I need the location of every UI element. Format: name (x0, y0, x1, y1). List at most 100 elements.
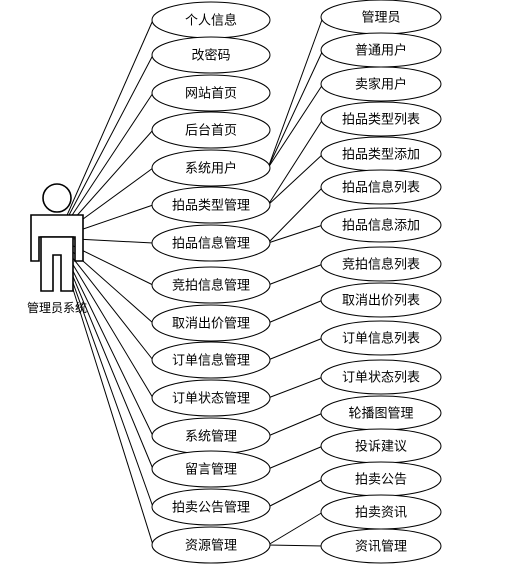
actor-association-line (56, 19, 154, 239)
use-case-label: 竞拍信息列表 (342, 257, 420, 273)
use-case-ellipse (320, 320, 442, 356)
use-case-label: 订单信息列表 (342, 331, 420, 347)
use-case-ellipse (320, 282, 442, 318)
use-case-sub[interactable]: 取消出价列表 (320, 282, 442, 318)
use-case-label: 轮播图管理 (348, 407, 413, 422)
use-case-label: 系统管理 (185, 430, 237, 445)
use-case-ellipse (151, 224, 271, 262)
use-case-ellipse (320, 66, 442, 102)
use-case-sub[interactable]: 订单状态列表 (320, 359, 442, 395)
use-case-sub[interactable]: 拍品信息添加 (320, 207, 442, 243)
use-case-sub[interactable]: 拍卖资讯 (320, 494, 442, 530)
use-case-sub[interactable]: 轮播图管理 (320, 395, 442, 431)
use-case-ellipse (320, 207, 442, 243)
include-link-line (267, 83, 324, 169)
use-case-label: 后台首页 (185, 124, 237, 139)
use-case-label: 卖家用户 (355, 77, 407, 93)
use-case-sub[interactable]: 订单信息列表 (320, 320, 442, 356)
use-case-ellipse (151, 149, 271, 187)
include-link-line (267, 337, 324, 361)
use-case-label: 订单状态管理 (172, 392, 250, 407)
use-case-label: 订单信息管理 (172, 353, 250, 369)
include-link-line (267, 16, 324, 169)
use-case-primary[interactable]: 订单信息管理 (151, 341, 271, 379)
use-case-label: 资讯管理 (355, 540, 407, 555)
use-case-sub[interactable]: 投诉建议 (320, 428, 442, 464)
use-case-primary[interactable]: 改密码 (151, 36, 271, 74)
use-case-ellipse (151, 111, 271, 149)
use-case-ellipse (151, 488, 271, 526)
use-case-label: 改密码 (191, 48, 230, 64)
use-case-ellipse (151, 36, 271, 74)
use-case-primary[interactable]: 系统用户 (151, 149, 271, 187)
use-case-primary[interactable]: 竞拍信息管理 (151, 266, 271, 304)
include-link-line (267, 511, 324, 546)
use-case-primary[interactable]: 个人信息 (151, 1, 271, 39)
use-case-primary[interactable]: 留言管理 (151, 450, 271, 488)
actor-association-line (56, 92, 154, 239)
use-case-label: 取消出价管理 (172, 317, 250, 332)
use-case-label: 拍品类型管理 (172, 199, 250, 214)
actor-label: 管理员系统 (27, 300, 87, 315)
use-case-sub[interactable]: 拍品信息列表 (320, 169, 442, 205)
use-case-sub[interactable]: 卖家用户 (320, 66, 442, 102)
use-case-sub[interactable]: 拍卖公告 (320, 461, 442, 497)
include-link-line (267, 153, 324, 206)
use-case-label: 网站首页 (185, 87, 237, 102)
use-case-ellipse (320, 359, 442, 395)
use-case-label: 拍品类型添加 (342, 148, 420, 163)
use-case-ellipse (151, 304, 271, 342)
use-case-sub[interactable]: 拍品类型列表 (320, 101, 442, 137)
use-case-ellipse (151, 379, 271, 417)
use-case-primary[interactable]: 拍卖公告管理 (151, 488, 271, 526)
use-case-label: 留言管理 (185, 463, 237, 478)
use-case-primary[interactable]: 后台首页 (151, 111, 271, 149)
use-case-label: 订单状态列表 (342, 371, 420, 386)
include-link-line (267, 49, 324, 169)
use-case-ellipse (320, 528, 442, 564)
use-case-label: 拍卖资讯 (355, 506, 407, 521)
use-case-primary[interactable]: 拍品信息管理 (151, 224, 271, 262)
use-case-ellipse (151, 266, 271, 304)
use-case-primary[interactable]: 网站首页 (151, 74, 271, 112)
use-case-label: 拍品类型列表 (342, 113, 420, 128)
use-case-label: 系统用户 (185, 161, 237, 177)
stick-figure-icon (30, 183, 84, 292)
use-case-label: 个人信息 (185, 13, 237, 29)
use-case-ellipse (151, 341, 271, 379)
use-case-primary[interactable]: 取消出价管理 (151, 304, 271, 342)
use-case-label: 拍卖公告 (355, 473, 407, 488)
use-case-label: 拍品信息添加 (342, 218, 420, 234)
include-link-line (267, 118, 324, 206)
include-link-line (267, 376, 324, 399)
use-case-label: 投诉建议 (355, 439, 407, 455)
use-case-primary[interactable]: 订单状态管理 (151, 379, 271, 417)
use-case-ellipse (151, 450, 271, 488)
use-case-sub[interactable]: 管理员 (320, 0, 442, 35)
include-link-line (267, 224, 324, 244)
sub-use-case-group: 管理员普通用户卖家用户拍品类型列表拍品类型添加拍品信息列表拍品信息添加竞拍信息列… (320, 0, 442, 564)
use-case-sub[interactable]: 拍品类型添加 (320, 136, 442, 172)
include-link-line (267, 299, 324, 324)
include-link-line (267, 186, 324, 244)
use-case-label: 管理员 (361, 11, 400, 26)
include-link-line (267, 544, 324, 547)
include-link-line (267, 478, 324, 508)
use-case-label: 拍品信息列表 (342, 180, 420, 196)
use-case-sub[interactable]: 资讯管理 (320, 528, 442, 564)
use-case-ellipse (151, 526, 271, 564)
use-case-ellipse (151, 74, 271, 112)
use-case-primary[interactable]: 系统管理 (151, 417, 271, 455)
include-link-line (267, 263, 324, 286)
use-case-sub[interactable]: 普通用户 (320, 32, 442, 68)
actor-association-line (56, 54, 154, 239)
use-case-primary[interactable]: 拍品类型管理 (151, 186, 271, 224)
use-case-ellipse (151, 186, 271, 224)
primary-use-case-group: 个人信息改密码网站首页后台首页系统用户拍品类型管理拍品信息管理竞拍信息管理取消出… (151, 1, 271, 564)
use-case-label: 普通用户 (355, 43, 407, 59)
use-case-sub[interactable]: 竞拍信息列表 (320, 246, 442, 282)
include-link-line (267, 412, 324, 437)
use-case-primary[interactable]: 资源管理 (151, 526, 271, 564)
